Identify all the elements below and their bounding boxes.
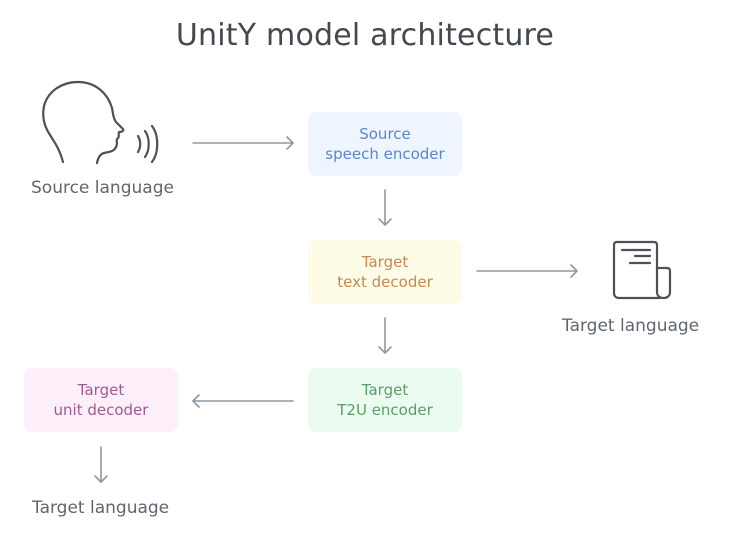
document-icon	[612, 240, 672, 300]
diagram-title: UnitY model architecture	[175, 18, 555, 53]
node-line2: T2U encoder	[337, 401, 433, 419]
speaking-head-icon	[42, 80, 159, 165]
source-language-label: Source language	[31, 178, 174, 198]
target-language-speech-label: Target language	[32, 498, 170, 518]
node-line2: speech encoder	[325, 145, 445, 163]
node-line1: Target	[361, 381, 409, 399]
arrow-text-decoder-to-target-text	[476, 264, 578, 278]
node-line1: Target	[361, 253, 409, 271]
arrow-encoder-to-text-decoder	[378, 189, 392, 226]
target-t2u-encoder-node: Target T2U encoder	[308, 368, 462, 432]
arrow-unit-decoder-to-target-speech	[94, 446, 108, 483]
target-text-decoder-node: Target text decoder	[308, 240, 462, 304]
node-line2: unit decoder	[53, 401, 149, 419]
source-speech-encoder-node: Source speech encoder	[308, 112, 462, 176]
arrow-source-to-encoder	[192, 136, 294, 150]
target-language-text-label: Target language	[562, 316, 700, 336]
node-line1: Target	[77, 381, 125, 399]
arrow-t2u-to-unit-decoder	[192, 394, 294, 408]
node-line1: Source	[359, 125, 411, 143]
target-unit-decoder-node: Target unit decoder	[24, 368, 178, 432]
node-line2: text decoder	[337, 273, 433, 291]
arrow-text-decoder-to-t2u	[378, 317, 392, 354]
